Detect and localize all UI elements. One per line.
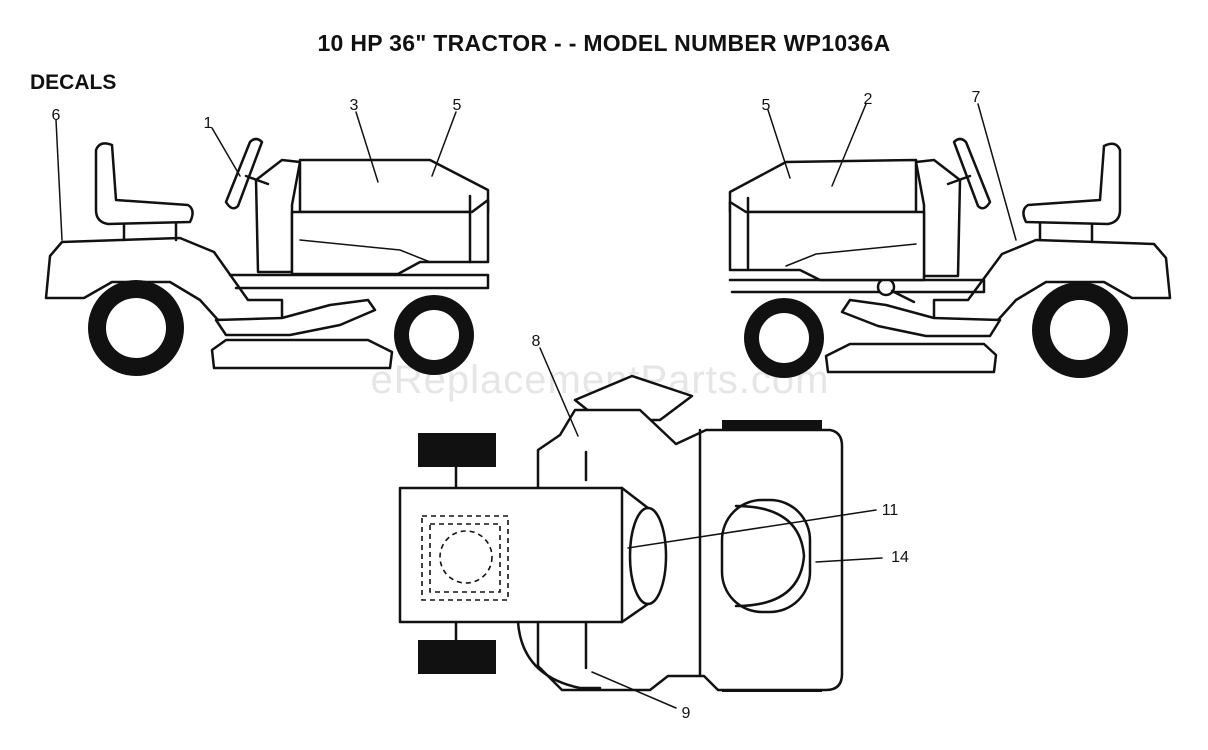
callout-11: 11 xyxy=(882,502,899,519)
callout-8: 8 xyxy=(532,333,541,350)
callout-9: 9 xyxy=(682,705,691,722)
left-seat xyxy=(94,142,194,226)
section-label: DECALS xyxy=(30,71,117,94)
left-mower-deck xyxy=(210,338,394,370)
callout-5-left: 5 xyxy=(453,97,462,114)
right-dash xyxy=(914,158,962,278)
right-side-tractor xyxy=(728,137,1172,378)
top-steering xyxy=(628,506,668,606)
callout-6: 6 xyxy=(52,107,61,124)
right-mower-deck xyxy=(824,342,998,374)
left-steering-wheel xyxy=(224,137,264,210)
left-hood xyxy=(298,158,490,214)
callout-5-right: 5 xyxy=(762,97,771,114)
left-dash xyxy=(254,158,302,274)
left-hood-side xyxy=(290,198,490,276)
callout-3: 3 xyxy=(350,97,359,114)
top-front-tire-lower xyxy=(418,640,496,674)
right-steering-wheel xyxy=(952,137,992,210)
left-foot-deck xyxy=(214,298,377,337)
top-hood xyxy=(398,486,624,624)
callout-labels: 6 1 3 5 5 2 7 8 11 14 9 xyxy=(52,89,981,722)
left-side-tractor xyxy=(44,137,490,376)
callout-leaders xyxy=(55,103,1017,709)
top-view-tractor xyxy=(398,374,844,692)
right-foot-deck xyxy=(840,298,1002,338)
top-front-tire-upper xyxy=(418,433,496,467)
right-rear-fender xyxy=(932,238,1172,322)
top-seat xyxy=(720,498,812,614)
callout-1: 1 xyxy=(204,115,213,132)
callout-7: 7 xyxy=(972,89,981,106)
left-rear-fender xyxy=(44,236,284,322)
diagram-title: 10 HP 36" TRACTOR - - MODEL NUMBER WP103… xyxy=(317,30,891,56)
right-hood-side xyxy=(728,200,926,282)
right-hood xyxy=(728,158,918,214)
callout-2: 2 xyxy=(864,91,873,108)
right-seat xyxy=(1022,142,1122,226)
callout-14: 14 xyxy=(891,549,909,566)
